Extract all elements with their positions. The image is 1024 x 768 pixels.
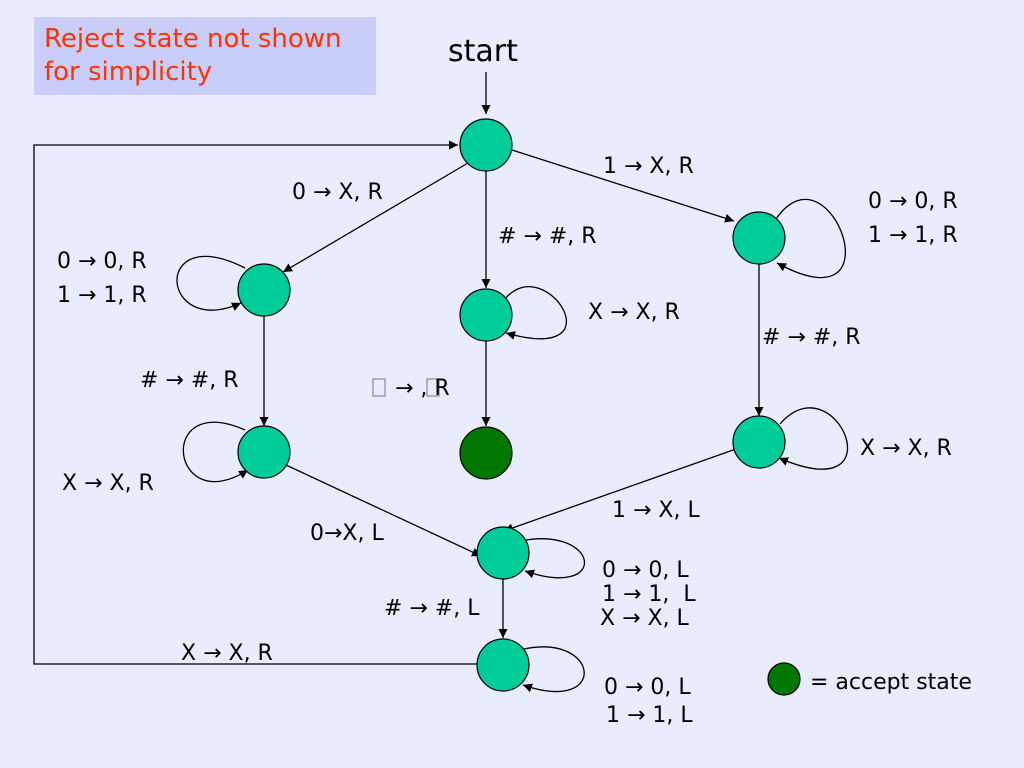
edge-leftlow-to-back: [285, 464, 482, 557]
label-left-loop-1: 0 → 0, R: [57, 249, 147, 274]
state-back: [476, 526, 530, 580]
label-back-loop-2: 1 → 1, L: [602, 582, 696, 607]
label-left-hash: # → #, R: [140, 368, 239, 393]
label-back-loop-1: 0 → 0, L: [602, 558, 689, 583]
label-right-loop-1: 0 → 0, R: [868, 189, 958, 214]
state-return: [476, 638, 530, 692]
label-right-loop-2: 1 → 1, R: [868, 223, 958, 248]
edge-s0-to-right: [511, 149, 735, 223]
state-right: [732, 211, 786, 265]
label-s0-to-mid: # → #, R: [498, 224, 597, 249]
state-rightlow: [732, 415, 786, 469]
reject-state-note: Reject state not shown for simplicity: [34, 17, 376, 95]
edge-return-to-start: [33, 140, 478, 665]
loop-mid: [504, 286, 568, 340]
state-leftlow: [237, 425, 291, 479]
start-label: start: [448, 34, 518, 69]
edge-rightlow-to-back: [503, 448, 737, 533]
legend-accept-icon: [767, 662, 801, 696]
label-return-loop-2: 1 → 1, L: [606, 703, 693, 728]
legend: = accept state: [767, 662, 972, 696]
label-rightlow-loop: X → X, R: [860, 436, 952, 461]
blank-symbol-icon: [426, 378, 440, 397]
label-return-loop-1: 0 → 0, L: [604, 675, 691, 700]
loop-back: [519, 538, 586, 579]
label-leftlow-loop: X → X, R: [62, 471, 154, 496]
loop-return: [519, 646, 585, 693]
label-leftlow-to-back: 0→X, L: [310, 521, 384, 546]
label-back-hash: # → #, L: [384, 596, 480, 621]
state-start: [459, 118, 513, 172]
label-s0-to-right: 1 → X, R: [603, 154, 694, 179]
loop-left: [176, 255, 246, 311]
label-return-edge: X → X, R: [181, 641, 273, 666]
edge-s0-to-left: [282, 162, 469, 273]
state-left: [237, 263, 291, 317]
label-back-loop-3: X → X, L: [600, 606, 690, 631]
note-line-2: for simplicity: [44, 57, 213, 87]
label-right-hash: # → #, R: [762, 325, 861, 350]
blank-symbol-icon: [372, 378, 386, 397]
legend-text: = accept state: [810, 670, 972, 695]
state-mid: [459, 288, 513, 342]
loop-right: [775, 198, 846, 279]
label-s0-to-left: 0 → X, R: [292, 180, 383, 205]
state-accept: [459, 426, 513, 480]
loop-rightlow: [778, 407, 849, 470]
note-line-1: Reject state not shown: [44, 24, 342, 54]
label-mid-loop: X → X, R: [588, 300, 680, 325]
label-mid-to-accept: → , R: [395, 376, 450, 401]
loop-leftlow: [182, 421, 249, 483]
label-rightlow-to-back: 1 → X, L: [612, 498, 700, 523]
label-left-loop-2: 1 → 1, R: [57, 283, 147, 308]
